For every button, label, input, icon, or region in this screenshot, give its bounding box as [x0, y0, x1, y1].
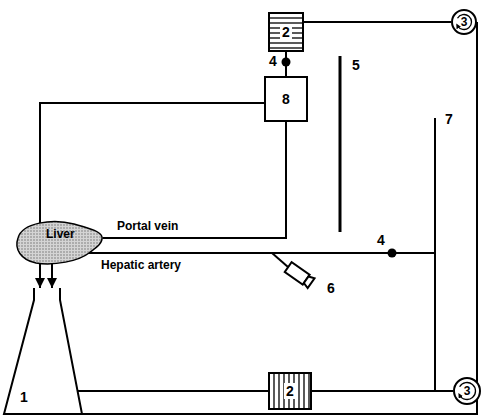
node-text: 3 — [464, 385, 471, 397]
tube-connector — [285, 52, 287, 76]
reservoir-vessel: 1 — [2, 288, 84, 418]
liver-outline — [17, 222, 102, 264]
exchanger-line — [273, 374, 274, 408]
tube-connector — [78, 390, 268, 392]
node-text: 8 — [282, 92, 290, 106]
exchanger-line — [308, 374, 309, 408]
process-box: 8 — [264, 76, 308, 122]
pump-circle: 3 — [451, 9, 477, 35]
callout-number: 6 — [326, 281, 336, 295]
pump-outline — [452, 10, 476, 34]
oxygenator-box: 2 — [268, 12, 304, 52]
sampling-line — [339, 56, 342, 232]
callout-number: 4 — [268, 54, 278, 68]
node-shape — [2, 288, 84, 418]
vessel-label: Portal vein — [116, 220, 179, 232]
node-text: 2 — [284, 383, 296, 399]
tube-connector — [304, 21, 451, 23]
callout-number: 5 — [351, 58, 361, 72]
tube-connector — [312, 390, 453, 392]
membrane-line — [270, 42, 302, 43]
node-text: 3 — [461, 16, 468, 28]
node-text: 1 — [20, 390, 28, 404]
callout-number: 7 — [444, 112, 454, 126]
line-seven — [434, 118, 436, 253]
node-text: 2 — [280, 24, 292, 40]
membrane-line — [270, 17, 302, 18]
exchanger-line — [303, 374, 304, 408]
pump-arrow — [458, 15, 472, 30]
tube-connector — [89, 253, 453, 391]
tube-connector — [103, 122, 287, 238]
node-text: Liver — [46, 228, 75, 240]
membrane-line — [270, 47, 302, 48]
transducer-stub — [272, 253, 288, 267]
pump-circle: 3 — [453, 377, 481, 405]
vessel-label: Hepatic artery — [100, 259, 182, 271]
pressure-transducer — [285, 262, 315, 288]
transducer-head — [303, 275, 315, 288]
liver-organ: Liver — [12, 218, 104, 266]
reservoir-outline — [4, 288, 82, 414]
callout-number: 4 — [376, 233, 386, 247]
pump-outline — [454, 378, 480, 404]
node-shape — [12, 218, 104, 266]
tube-connector — [51, 264, 53, 288]
tube-connector — [82, 22, 477, 414]
heat-exchanger-box: 2 — [268, 372, 312, 410]
exchanger-line — [298, 374, 299, 408]
exchanger-line — [278, 374, 279, 408]
pump-arrow — [460, 383, 476, 400]
